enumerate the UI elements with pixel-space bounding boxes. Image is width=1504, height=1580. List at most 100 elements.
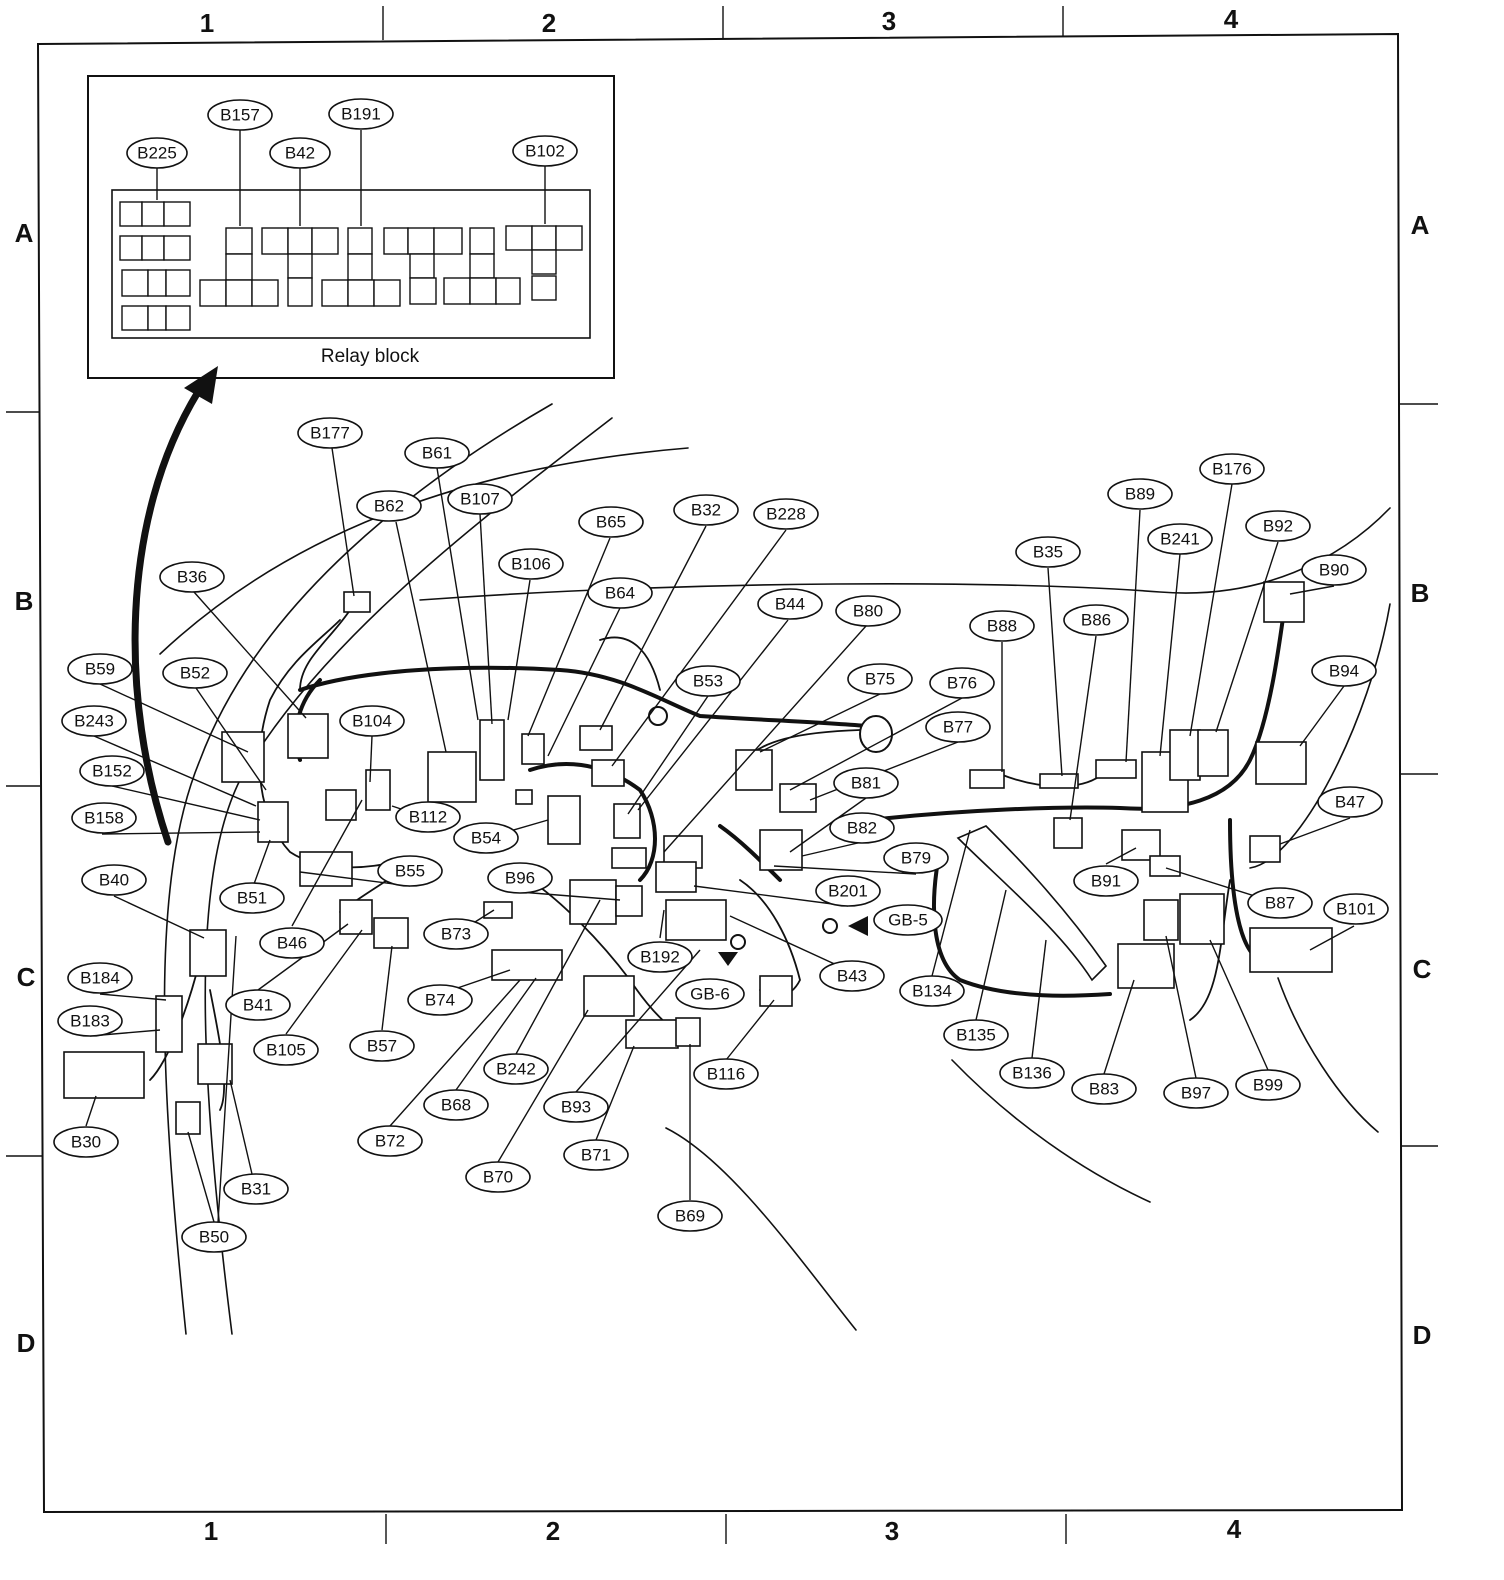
svg-text:B30: B30 — [71, 1133, 101, 1152]
connector-tag-b177: B177 — [297, 417, 363, 449]
svg-text:B92: B92 — [1263, 517, 1293, 536]
svg-text:B77: B77 — [943, 718, 973, 737]
svg-text:B68: B68 — [441, 1096, 471, 1115]
connector-tag-b52: B52 — [162, 657, 228, 689]
relay-block-inset: Relay block — [87, 75, 615, 379]
leader-lines — [85, 447, 1355, 1223]
connector-tag-b80: B80 — [835, 595, 901, 627]
svg-text:B91: B91 — [1091, 872, 1121, 891]
connector-tag-gb-6: GB-6 — [675, 978, 745, 1010]
svg-text:B59: B59 — [85, 660, 115, 679]
connector-tag-b105: B105 — [253, 1034, 319, 1066]
svg-text:GB-6: GB-6 — [690, 985, 730, 1004]
svg-text:GB-5: GB-5 — [888, 911, 928, 930]
connector-tag-b71: B71 — [563, 1139, 629, 1171]
grid-col-4-top: 4 — [1224, 4, 1239, 34]
connector-tag-b36: B36 — [159, 561, 225, 593]
grid-col-2-bottom: 2 — [546, 1516, 560, 1546]
connector-tag-b136: B136 — [999, 1057, 1065, 1089]
connector-tag-b40: B40 — [81, 864, 147, 896]
connector-tag-b88: B88 — [969, 610, 1035, 642]
svg-text:B43: B43 — [837, 967, 867, 986]
connector-tag-b116: B116 — [693, 1058, 759, 1090]
connector-tag-b50: B50 — [181, 1221, 247, 1253]
svg-text:B116: B116 — [707, 1065, 745, 1084]
svg-text:B86: B86 — [1081, 611, 1111, 630]
connector-tag-b73: B73 — [423, 918, 489, 950]
svg-text:B71: B71 — [581, 1146, 611, 1165]
connector-tag-b96: B96 — [487, 862, 553, 894]
connector-tag-b75: B75 — [847, 663, 913, 695]
svg-text:B228: B228 — [766, 505, 806, 524]
svg-text:B136: B136 — [1012, 1064, 1052, 1083]
connector-tag-b89: B89 — [1107, 478, 1173, 510]
grid-row-b-right: B — [1411, 578, 1430, 608]
connector-tag-b91: B91 — [1073, 865, 1139, 897]
connector-tag-b79: B79 — [883, 842, 949, 874]
svg-text:B225: B225 — [137, 144, 177, 163]
svg-text:B55: B55 — [395, 862, 425, 881]
grid-row-d-left: D — [17, 1328, 36, 1358]
svg-text:B135: B135 — [956, 1026, 996, 1045]
connector-tag-b44: B44 — [757, 588, 823, 620]
connector-tag-b241: B241 — [1147, 523, 1213, 555]
svg-text:B94: B94 — [1329, 662, 1359, 681]
connector-tag-b70: B70 — [465, 1161, 531, 1193]
svg-text:B104: B104 — [352, 712, 392, 731]
connector-tag-b51: B51 — [219, 882, 285, 914]
grid-col-1-bottom: 1 — [204, 1516, 218, 1546]
connector-tag-b101: B101 — [1323, 893, 1389, 925]
svg-text:B82: B82 — [847, 819, 877, 838]
connector-tag-b184: B184 — [67, 962, 133, 994]
svg-text:B102: B102 — [525, 142, 565, 161]
connector-tag-b47: B47 — [1317, 786, 1383, 818]
connector-tag-b243: B243 — [61, 705, 127, 737]
svg-text:B72: B72 — [375, 1132, 405, 1151]
relay-block-arrow — [131, 366, 218, 846]
svg-text:B89: B89 — [1125, 485, 1155, 504]
svg-text:B242: B242 — [496, 1060, 536, 1079]
svg-text:B40: B40 — [99, 871, 129, 890]
svg-text:B96: B96 — [505, 869, 535, 888]
svg-text:B61: B61 — [422, 444, 452, 463]
svg-text:B46: B46 — [277, 934, 307, 953]
svg-text:B42: B42 — [285, 144, 315, 163]
svg-text:B157: B157 — [220, 106, 260, 125]
connector-tag-b201: B201 — [815, 875, 881, 907]
svg-text:B81: B81 — [851, 774, 881, 793]
svg-text:B112: B112 — [409, 808, 447, 827]
svg-text:B50: B50 — [199, 1228, 229, 1247]
connector-tag-b62: B62 — [356, 490, 422, 522]
connector-tag-b106: B106 — [498, 548, 564, 580]
svg-text:B107: B107 — [460, 490, 500, 509]
svg-text:B243: B243 — [74, 712, 114, 731]
connector-tag-b86: B86 — [1063, 604, 1129, 636]
svg-text:B54: B54 — [471, 829, 501, 848]
svg-text:B87: B87 — [1265, 894, 1295, 913]
connector-tag-b87: B87 — [1247, 887, 1313, 919]
grid-row-c-right: C — [1413, 954, 1432, 984]
connector-tag-b157: B157 — [207, 99, 273, 131]
connector-tag-b68: B68 — [423, 1089, 489, 1121]
svg-text:B73: B73 — [441, 925, 471, 944]
svg-text:B70: B70 — [483, 1168, 513, 1187]
grid-ticks — [6, 6, 1438, 1544]
connector-tag-b82: B82 — [829, 812, 895, 844]
svg-text:B191: B191 — [341, 105, 381, 124]
connector-tag-b54: B54 — [453, 822, 519, 854]
connector-tag-b112: B112 — [395, 801, 461, 833]
connector-tag-b228: B228 — [753, 498, 819, 530]
svg-text:B192: B192 — [640, 948, 680, 967]
connector-tag-b97: B97 — [1163, 1077, 1229, 1109]
connector-tag-b46: B46 — [259, 927, 325, 959]
svg-text:B201: B201 — [828, 882, 868, 901]
connector-tag-b81: B81 — [833, 767, 899, 799]
connector-tag-b74: B74 — [407, 984, 473, 1016]
svg-text:B80: B80 — [853, 602, 883, 621]
connector-tag-b65: B65 — [578, 506, 644, 538]
grid-col-3-bottom: 3 — [885, 1516, 899, 1546]
svg-text:B32: B32 — [691, 501, 721, 520]
connector-tag-b41: B41 — [225, 989, 291, 1021]
svg-text:B176: B176 — [1212, 460, 1252, 479]
connector-tags: B225 B157 B42 B191 B102 B177 B61 B107 B6… — [53, 98, 1389, 1253]
